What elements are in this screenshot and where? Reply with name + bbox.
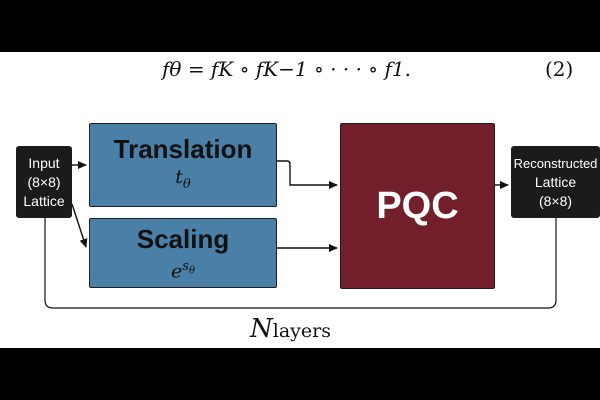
translation-symbol-sub: θ xyxy=(182,176,191,192)
scaling-symbol-sup-base: s xyxy=(182,258,189,274)
equation-rhs: = fK ∘ fK−1 ∘ · · · ∘ f1. xyxy=(187,57,411,81)
translation-title: Translation xyxy=(113,134,253,165)
feedback-loop xyxy=(44,218,557,309)
output-label-line-3: (8×8) xyxy=(538,192,573,209)
translation-symbol-base: t xyxy=(175,166,183,189)
diagram-panel: fθ = fK ∘ fK−1 ∘ · · · ∘ f1. (2) Input (… xyxy=(0,52,600,348)
pqc-block: PQC xyxy=(340,123,495,289)
arrow-input-to-scaling xyxy=(71,203,88,248)
output-label-line-1: Reconstructed xyxy=(513,155,598,171)
equation-lhs: fθ xyxy=(162,57,182,81)
input-label-line-2: (8×8) xyxy=(27,173,61,190)
pqc-title: PQC xyxy=(376,184,459,227)
scaling-symbol-base: e xyxy=(171,260,183,283)
connector-lines xyxy=(44,160,557,309)
loop-label-sub: layers xyxy=(272,320,331,342)
equation: fθ = fK ∘ fK−1 ∘ · · · ∘ f1. xyxy=(162,57,411,81)
arrow-translation-to-pqc xyxy=(277,160,338,189)
translation-block: Translation tθ xyxy=(89,123,277,207)
scaling-title: Scaling xyxy=(136,223,230,254)
scaling-block: Scaling esθ xyxy=(89,218,277,288)
translation-symbol: tθ xyxy=(175,166,190,196)
output-label-line-2: Lattice xyxy=(534,173,577,190)
input-label-line-1: Input xyxy=(28,154,60,171)
reconstructed-lattice-node: Reconstructed Lattice (8×8) xyxy=(511,146,600,218)
equation-number: (2) xyxy=(545,57,574,81)
scaling-symbol-sup-sub: θ xyxy=(188,265,195,277)
loop-label-main: N xyxy=(250,314,273,344)
scaling-symbol: esθ xyxy=(171,256,195,283)
input-label-line-3: Lattice xyxy=(23,192,65,209)
scaling-symbol-sup: sθ xyxy=(182,258,195,277)
loop-label: Nlayers xyxy=(250,314,331,344)
input-lattice-node: Input (8×8) Lattice xyxy=(16,146,72,218)
